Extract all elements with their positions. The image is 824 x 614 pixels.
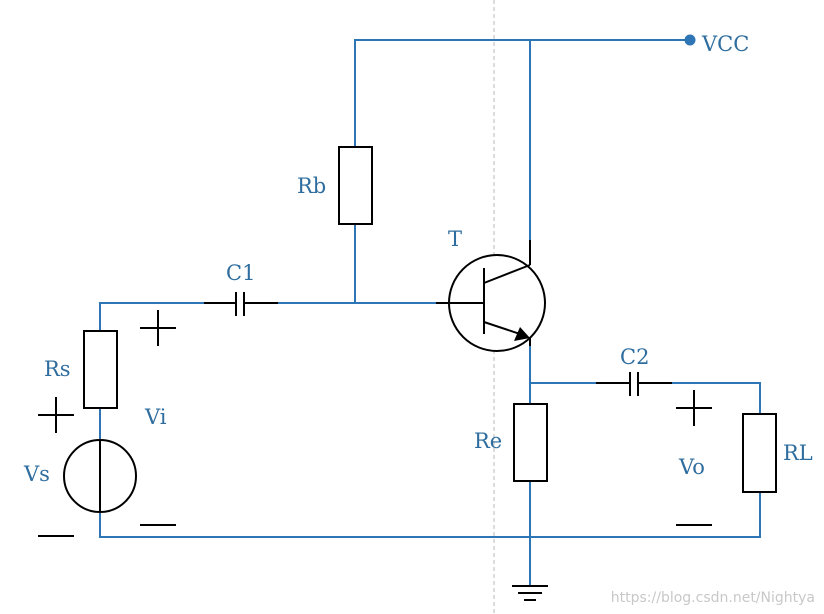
label-c1: C1	[226, 261, 255, 285]
transistor-npn	[436, 240, 546, 352]
label-c2: C2	[620, 345, 649, 369]
label-rs: Rs	[44, 357, 71, 381]
voltage-source-vs	[63, 439, 137, 513]
vs-plus-sign	[38, 397, 74, 433]
resistor-rb	[338, 146, 373, 225]
emitter-arrow	[514, 327, 530, 341]
resistor-re	[513, 403, 548, 482]
watermark-text: https://blog.csdn.net/Nightya	[611, 590, 815, 606]
capacitor-c2	[596, 372, 672, 396]
label-re: Re	[474, 429, 502, 453]
resistor-rl	[742, 413, 777, 493]
label-vo: Vo	[678, 455, 705, 479]
ground-icon	[512, 585, 548, 601]
capacitor-c1	[204, 292, 278, 316]
label-transistor: T	[448, 227, 462, 251]
resistor-rs	[83, 330, 118, 409]
wires	[99, 39, 761, 587]
label-rl: RL	[783, 441, 813, 465]
label-vcc: VCC	[701, 32, 749, 56]
vi-plus-sign	[140, 310, 176, 346]
label-vs: Vs	[23, 462, 50, 486]
vo-plus-sign	[676, 390, 712, 426]
label-rb: Rb	[297, 174, 326, 198]
vcc-terminal-dot	[684, 34, 696, 46]
label-vi: Vi	[144, 405, 167, 429]
